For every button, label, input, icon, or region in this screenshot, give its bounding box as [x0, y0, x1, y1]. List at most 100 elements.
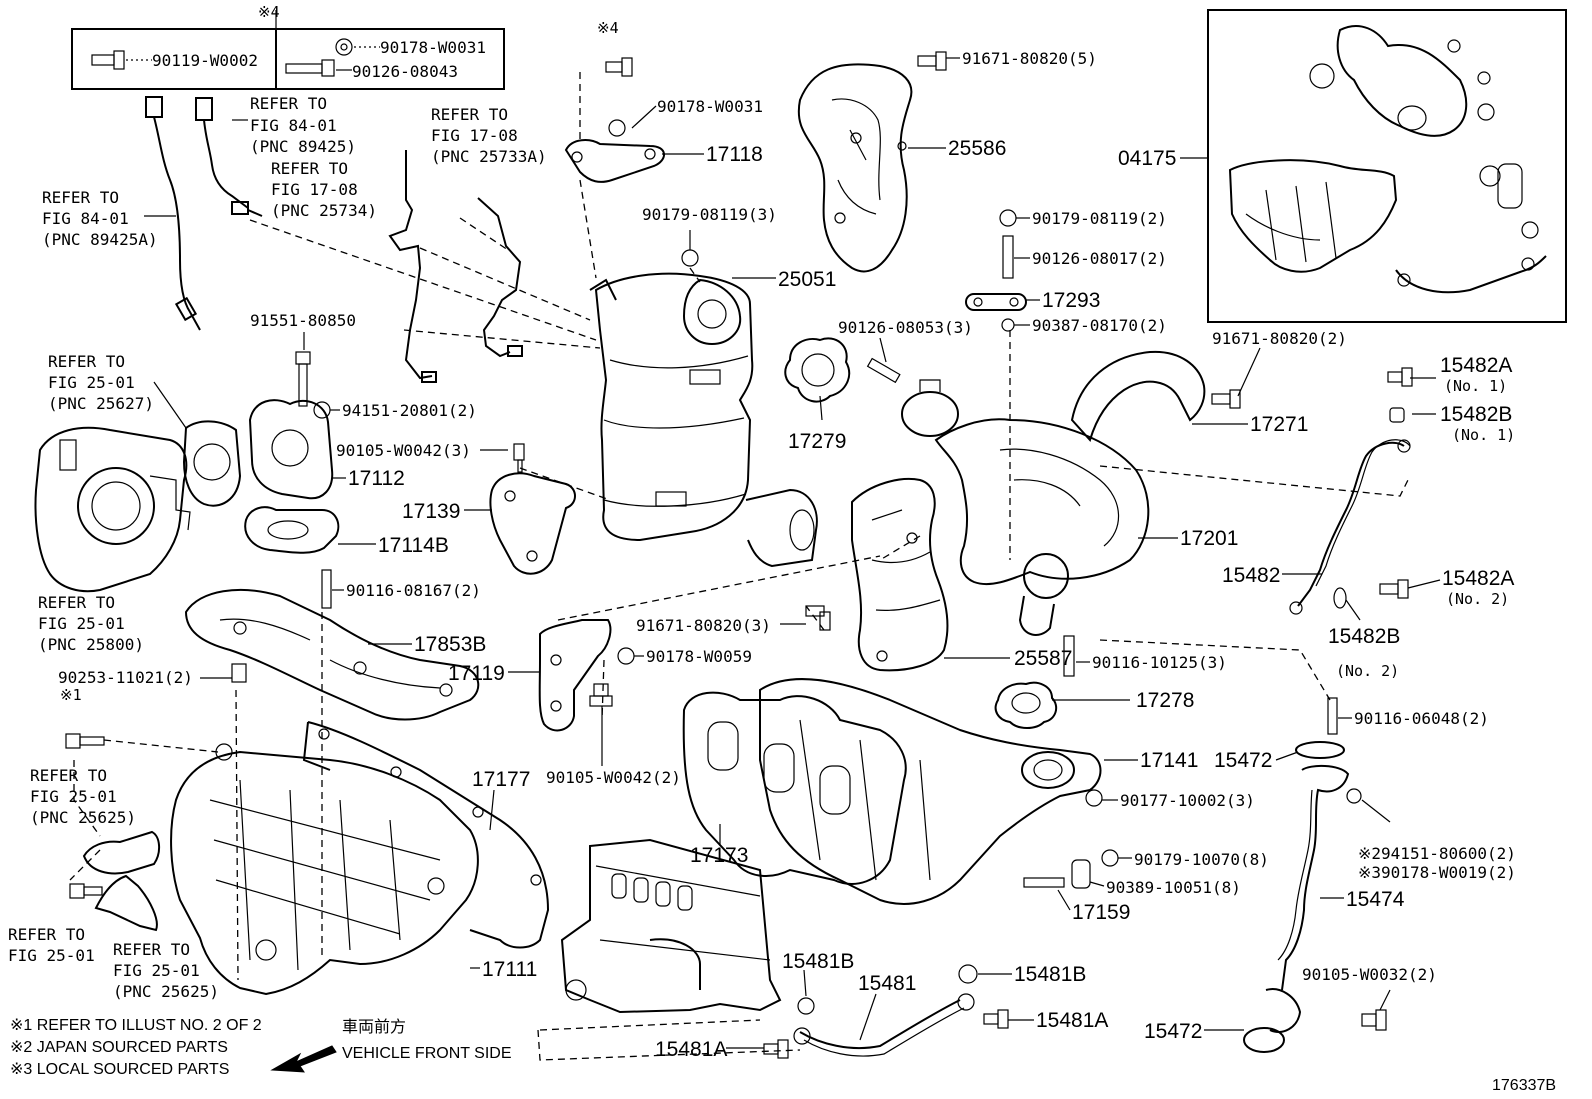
throttle-body-assembly — [34, 426, 191, 593]
label-90387-08170-2: 90387-08170(2) — [1032, 316, 1167, 335]
collar-icon — [1071, 859, 1091, 889]
catalytic-converter-25051 — [589, 272, 818, 568]
turbocharger-17201 — [901, 379, 1150, 636]
label-17114B: 17114B — [378, 534, 449, 557]
bracket-17119 — [538, 619, 612, 732]
label-90253-11021-2: 90253-11021(2) — [58, 668, 193, 687]
label-15481A-left: 15481A — [655, 1038, 727, 1061]
label-90126-08017-2: 90126-08017(2) — [1032, 249, 1167, 268]
label-91671-80820-2: 91671-80820(2) — [1212, 329, 1347, 348]
label-17271: 17271 — [1250, 413, 1308, 436]
bracket-25625-a — [82, 830, 160, 875]
label-15482A-no2: 15482A — [1442, 567, 1514, 590]
stud-icon — [1023, 877, 1065, 888]
bolt-icon — [295, 351, 311, 407]
label-17139: 17139 — [402, 500, 460, 523]
washer-icon — [1333, 587, 1347, 609]
label-no1-b: (No. 1) — [1452, 426, 1515, 444]
nut-icon — [681, 249, 699, 267]
exhaust-temp-sensor-1 — [388, 150, 437, 383]
label-90105-w0042-2: 90105-W0042(2) — [546, 768, 681, 787]
bolt-icon — [589, 683, 613, 707]
gasket-17278 — [994, 681, 1058, 729]
label-15482A-no1: 15482A — [1440, 354, 1512, 377]
bolt-icon — [1387, 367, 1413, 387]
nut-icon — [1085, 789, 1103, 807]
connector-lines — [69, 72, 1409, 1061]
label-15481B-right: 15481B — [1014, 963, 1086, 986]
label-15482B-no2: 15482B — [1328, 625, 1400, 648]
label-04175: 04175 — [1118, 147, 1176, 170]
label-90389-10051-8: 90389-10051(8) — [1106, 878, 1241, 897]
label-17159: 17159 — [1072, 901, 1130, 924]
washer-icon — [1001, 318, 1015, 332]
label-90178-w0031: 90178-W0031 — [657, 97, 763, 116]
label-15472-upper: 15472 — [1214, 749, 1272, 772]
fastener-kit-box: ※4 90119-W0002 90178-W0031 90126-08043 — [71, 3, 505, 90]
oxygen-sensor-right — [195, 97, 263, 217]
gasket-17177 — [302, 721, 550, 949]
bolt-icon — [513, 443, 525, 473]
label-17141: 17141 — [1140, 749, 1198, 772]
label-17293: 17293 — [1042, 289, 1100, 312]
label-91551-80850: 91551-80850 — [250, 311, 356, 330]
kit-part-left: 90119-W0002 — [152, 51, 258, 70]
stud-icon — [1327, 697, 1338, 735]
bolt-icon — [605, 57, 633, 77]
label-90105-w0042-3: 90105-W0042(3) — [336, 441, 471, 460]
bolt-icon — [1361, 1009, 1387, 1031]
bracket-17112 — [248, 399, 334, 500]
kit-part-right-1: 90178-W0031 — [380, 38, 486, 57]
label-90178-w0019-2: ※390178-W0019(2) — [1358, 863, 1516, 882]
bolt-icon — [1211, 389, 1241, 409]
label-17279: 17279 — [788, 430, 846, 453]
label-17201: 17201 — [1180, 527, 1238, 550]
bolt-icon — [65, 733, 105, 749]
clamp-icon — [797, 997, 815, 1015]
kit-part-right-2: 90126-08043 — [352, 62, 458, 81]
label-25587: 25587 — [1014, 647, 1072, 670]
label-90126-08053-3: 90126-08053(3) — [838, 318, 973, 337]
vehicle-front-label-en: VEHICLE FRONT SIDE — [342, 1045, 512, 1062]
footnotes: ※1 REFER TO ILLUST NO. 2 OF 2 ※2 JAPAN S… — [10, 1017, 1556, 1094]
insulator-17853B — [184, 588, 480, 721]
oil-return-15474 — [1243, 741, 1362, 1053]
label-91671-80820-5: 91671-80820(5) — [962, 49, 1097, 68]
label-17112: 17112 — [348, 467, 405, 490]
label-15482B-no1: 15482B — [1440, 403, 1512, 426]
label-17111: 17111 — [482, 958, 537, 981]
stud-icon — [866, 357, 901, 384]
footnote-2: ※2 JAPAN SOURCED PARTS — [10, 1039, 228, 1056]
label-90179-08119-2: 90179-08119(2) — [1032, 209, 1167, 228]
stud-icon — [1063, 635, 1075, 677]
label-90179-08119-3: 90179-08119(3) — [642, 205, 777, 224]
label-no1-a: (No. 1) — [1444, 377, 1507, 395]
engine-block-context — [560, 838, 782, 1014]
vehicle-front-label-jp: 車両前方 — [342, 1018, 406, 1036]
washer-icon — [1389, 407, 1405, 423]
heat-shield-17271 — [1070, 350, 1206, 442]
label-90178-w0059: 90178-W0059 — [646, 647, 752, 666]
label-90179-10070-8: 90179-10070(8) — [1134, 850, 1269, 869]
oxygen-sensor-left — [145, 96, 201, 331]
label-15481: 15481 — [858, 972, 916, 995]
figure-code: 176337B — [1492, 1077, 1556, 1094]
part-number-labels: ※4 ※1 90178-W0031 17118 91671-80820(5) 2… — [58, 19, 1516, 1061]
gasket-25627 — [182, 420, 242, 507]
label-17278: 17278 — [1136, 689, 1194, 712]
ref-mark-star1: ※1 — [60, 686, 82, 704]
nut-icon — [608, 119, 626, 137]
label-17119: 17119 — [448, 662, 505, 685]
bolt-icon — [69, 883, 103, 899]
nut-icon — [335, 38, 353, 56]
label-no2-a: (No. 2) — [1446, 590, 1509, 608]
label-17853B: 17853B — [414, 633, 486, 656]
